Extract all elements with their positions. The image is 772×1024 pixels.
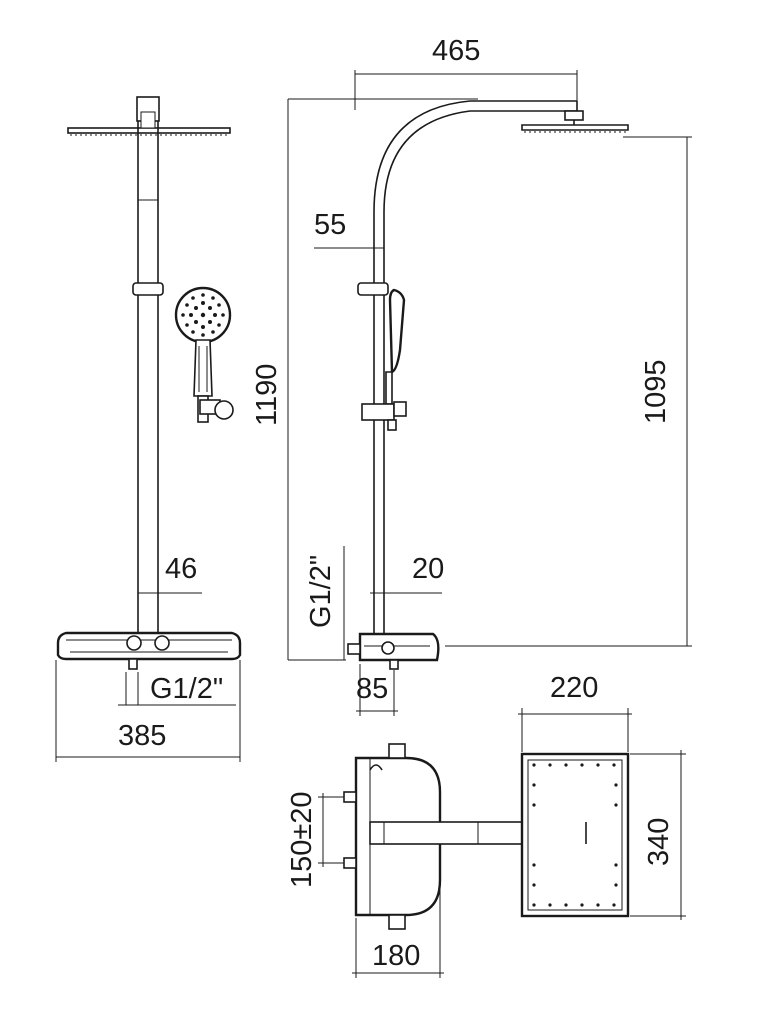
front-hand-shower [174, 286, 234, 423]
top-body-depth-label: 180 [372, 940, 420, 972]
top-shower-head [520, 752, 630, 918]
front-view: 46 G1/2" 385 [55, 96, 242, 762]
front-riser-pipe [132, 121, 164, 640]
side-wall-offset-label: 55 [314, 209, 346, 241]
top-dimensions [318, 708, 686, 978]
front-dimensions [55, 592, 241, 762]
top-head-length-label: 220 [550, 672, 598, 704]
side-base-depth-label: 85 [356, 673, 388, 705]
side-arm-reach-label: 465 [432, 35, 480, 67]
side-hand-shower [357, 282, 407, 431]
side-pipe-offset-label: 20 [412, 553, 444, 585]
front-shower-head [67, 96, 231, 136]
top-inlet-centers-label: 150±20 [286, 791, 318, 888]
front-thermostat-width-label: 385 [118, 720, 166, 752]
top-view: 220 340 150±20 180 [286, 672, 686, 978]
side-shower-head [521, 124, 629, 133]
side-dimensions [287, 70, 692, 716]
side-head-height-label: 1095 [640, 359, 672, 424]
side-view: 465 1190 1095 55 G1/2" 20 85 [251, 35, 692, 716]
side-riser-arm [373, 100, 584, 645]
front-thermostat [56, 631, 242, 670]
top-head-width-label: 340 [643, 818, 675, 866]
side-thermostat [347, 632, 440, 670]
side-overall-height-label: 1190 [251, 364, 283, 426]
front-inlet-thread-label: G1/2" [150, 673, 223, 705]
side-inlet-thread-label: G1/2" [305, 555, 337, 628]
front-pipe-diameter-label: 46 [165, 553, 197, 585]
